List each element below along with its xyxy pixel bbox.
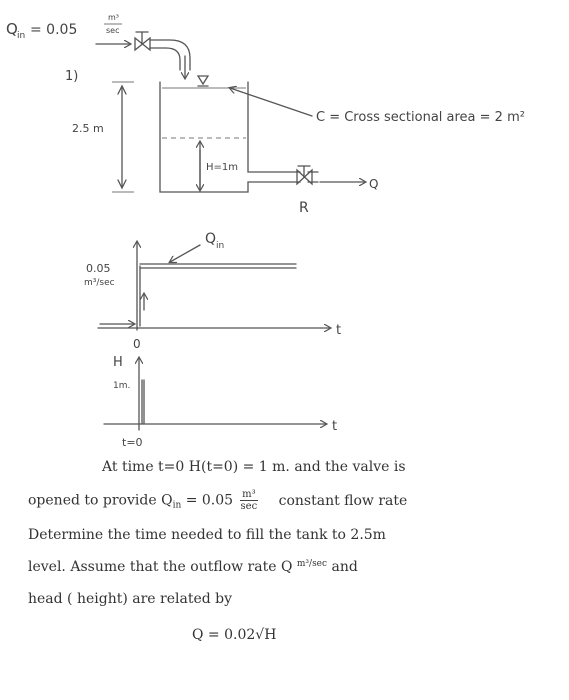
- problem-line-5: head ( height) are related by: [28, 591, 233, 607]
- problem-line-1: At time t=0 H(t=0) = 1 m. and the valve …: [102, 459, 406, 475]
- inlet-valve-icon: [134, 31, 151, 52]
- problem-line-3: Determine the time needed to fill the ta…: [28, 527, 386, 543]
- problem-q-unit-num: m³: [239, 489, 259, 501]
- inflow-series-sub: in: [216, 241, 224, 251]
- head-time-label: t=0: [122, 436, 143, 449]
- tank-wall: [159, 81, 301, 193]
- problem-q-unit-den: sec: [240, 501, 258, 512]
- problem-line-4-unit: m³/sec: [296, 559, 328, 569]
- item-number: 1): [65, 69, 78, 84]
- outflow-label: Q: [369, 177, 378, 191]
- problem-line-2-pre: opened to provide: [28, 492, 157, 509]
- outlet-valve-icon: [296, 165, 313, 186]
- inflow-graph-origin: 0: [133, 337, 141, 351]
- tank-height-label: 2.5 m: [72, 122, 104, 135]
- q-in-subscript: in: [17, 31, 25, 41]
- inflow-series-callout: [170, 244, 201, 262]
- inflow-graph-x-label: t: [336, 323, 341, 338]
- tank-height-arrowhead-bottom: [117, 179, 127, 190]
- q-in-unit-num: m³: [108, 13, 119, 22]
- problem-q-symbol: Q: [161, 492, 173, 509]
- inflow-rate-label: Q in = 0.05 m³ sec: [6, 13, 122, 41]
- problem-line-4-post: and: [331, 559, 358, 575]
- head-graph-x-label: t: [332, 419, 337, 434]
- area-callout-arrow: [230, 88, 313, 117]
- problem-line-2-post: constant flow rate: [278, 492, 408, 509]
- problem-q-unit: m³ sec: [239, 489, 259, 512]
- tank-height-arrowhead-top: [117, 84, 127, 95]
- q-in-unit-den: sec: [106, 26, 120, 35]
- tank-wall-right: [247, 81, 301, 173]
- problem-q-value: = 0.05: [185, 492, 234, 509]
- outlet-pipe-end: [307, 171, 319, 183]
- free-surface-icon: [196, 75, 210, 87]
- h-label: H=1m: [206, 162, 238, 173]
- problem-line-4-pre: level. Assume that the outflow rate Q: [28, 559, 293, 575]
- q-in-value: = 0.05: [30, 22, 77, 38]
- inflow-series-label: Q: [205, 231, 216, 247]
- problem-line-4: level. Assume that the outflow rate Q m³…: [28, 559, 358, 575]
- problem-q-sub: in: [172, 500, 182, 511]
- inflow-value-label: 0.05: [86, 262, 111, 275]
- q-in-symbol: Q: [6, 20, 18, 38]
- area-label: C = Cross sectional area = 2 m²: [316, 110, 525, 125]
- head-graph-y-label: H: [113, 355, 123, 370]
- valve-resistance-label: R: [299, 200, 309, 216]
- head-value-label: 1m.: [113, 381, 130, 391]
- problem-line-2: opened to provide Qin = 0.05 m³ sec cons…: [28, 489, 407, 512]
- inflow-unit-label: m³/sec: [84, 278, 115, 288]
- tank-diagram: Q in = 0.05 m³ sec 1) R Q H=1m: [6, 13, 525, 449]
- problem-equation: Q = 0.02√H: [192, 627, 277, 643]
- inlet-pipe: [149, 39, 191, 71]
